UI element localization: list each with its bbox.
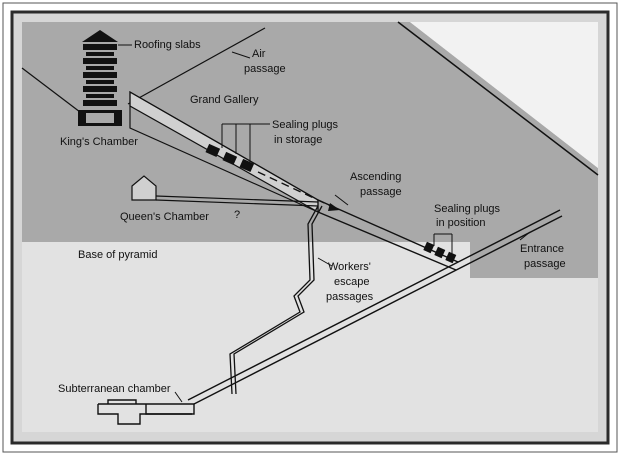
label-grand-gallery: Grand Gallery	[190, 94, 259, 106]
label-subterranean: Subterranean chamber	[58, 383, 171, 395]
queens-corridor-bottom	[155, 199, 319, 207]
air-shaft-left	[21, 67, 81, 113]
label-ascending-1: Ascending	[350, 171, 401, 183]
label-question: ?	[234, 209, 240, 221]
escape-passage-b	[233, 205, 323, 395]
pyramid-lower-slope	[470, 242, 598, 278]
label-entrance-2: passage	[524, 258, 566, 270]
queens-chamber-shape	[131, 175, 157, 201]
label-base-of-pyramid: Base of pyramid	[78, 249, 157, 261]
label-queens-chamber: Queen's Chamber	[120, 211, 209, 223]
queens-corridor-top	[155, 195, 319, 203]
kings-chamber-stack	[78, 30, 122, 126]
descending-passage-top	[187, 209, 561, 401]
label-storage-1: Sealing plugs	[272, 119, 339, 131]
label-kings-chamber: King's Chamber	[60, 136, 138, 148]
sealing-plugs-position	[423, 241, 457, 264]
label-entrance-1: Entrance	[520, 243, 564, 255]
label-air-1: Air	[252, 48, 266, 60]
label-ascending-2: passage	[360, 186, 402, 198]
label-position-1: Sealing plugs	[434, 203, 501, 215]
air-passage-leader	[231, 51, 251, 59]
subterranean-chamber-shape	[98, 399, 195, 415]
subterranean-chamber-floor	[97, 404, 192, 425]
label-workers-3: passages	[326, 291, 374, 303]
escape-passage-a	[229, 205, 319, 395]
label-position-2: in position	[436, 217, 486, 229]
pyramid-body	[22, 22, 598, 242]
subterranean-leader	[174, 391, 183, 403]
pyramid-edge	[397, 21, 599, 176]
ascending-passage-top	[317, 199, 459, 263]
ascending-passage-bottom	[317, 211, 457, 271]
air-shaft-right	[127, 27, 266, 105]
sky-wedge	[410, 22, 598, 168]
label-roofing-slabs: Roofing slabs	[134, 39, 201, 51]
sealing-plugs-storage	[205, 143, 255, 173]
label-workers-1: Workers'	[328, 261, 371, 273]
workers-leader	[317, 257, 333, 267]
entrance-leader	[519, 231, 531, 241]
ascending-leader	[334, 194, 349, 206]
label-storage-2: in storage	[274, 134, 322, 146]
descending-passage-bottom	[193, 215, 563, 405]
label-workers-2: escape	[334, 276, 369, 288]
label-air-2: passage	[244, 63, 286, 75]
